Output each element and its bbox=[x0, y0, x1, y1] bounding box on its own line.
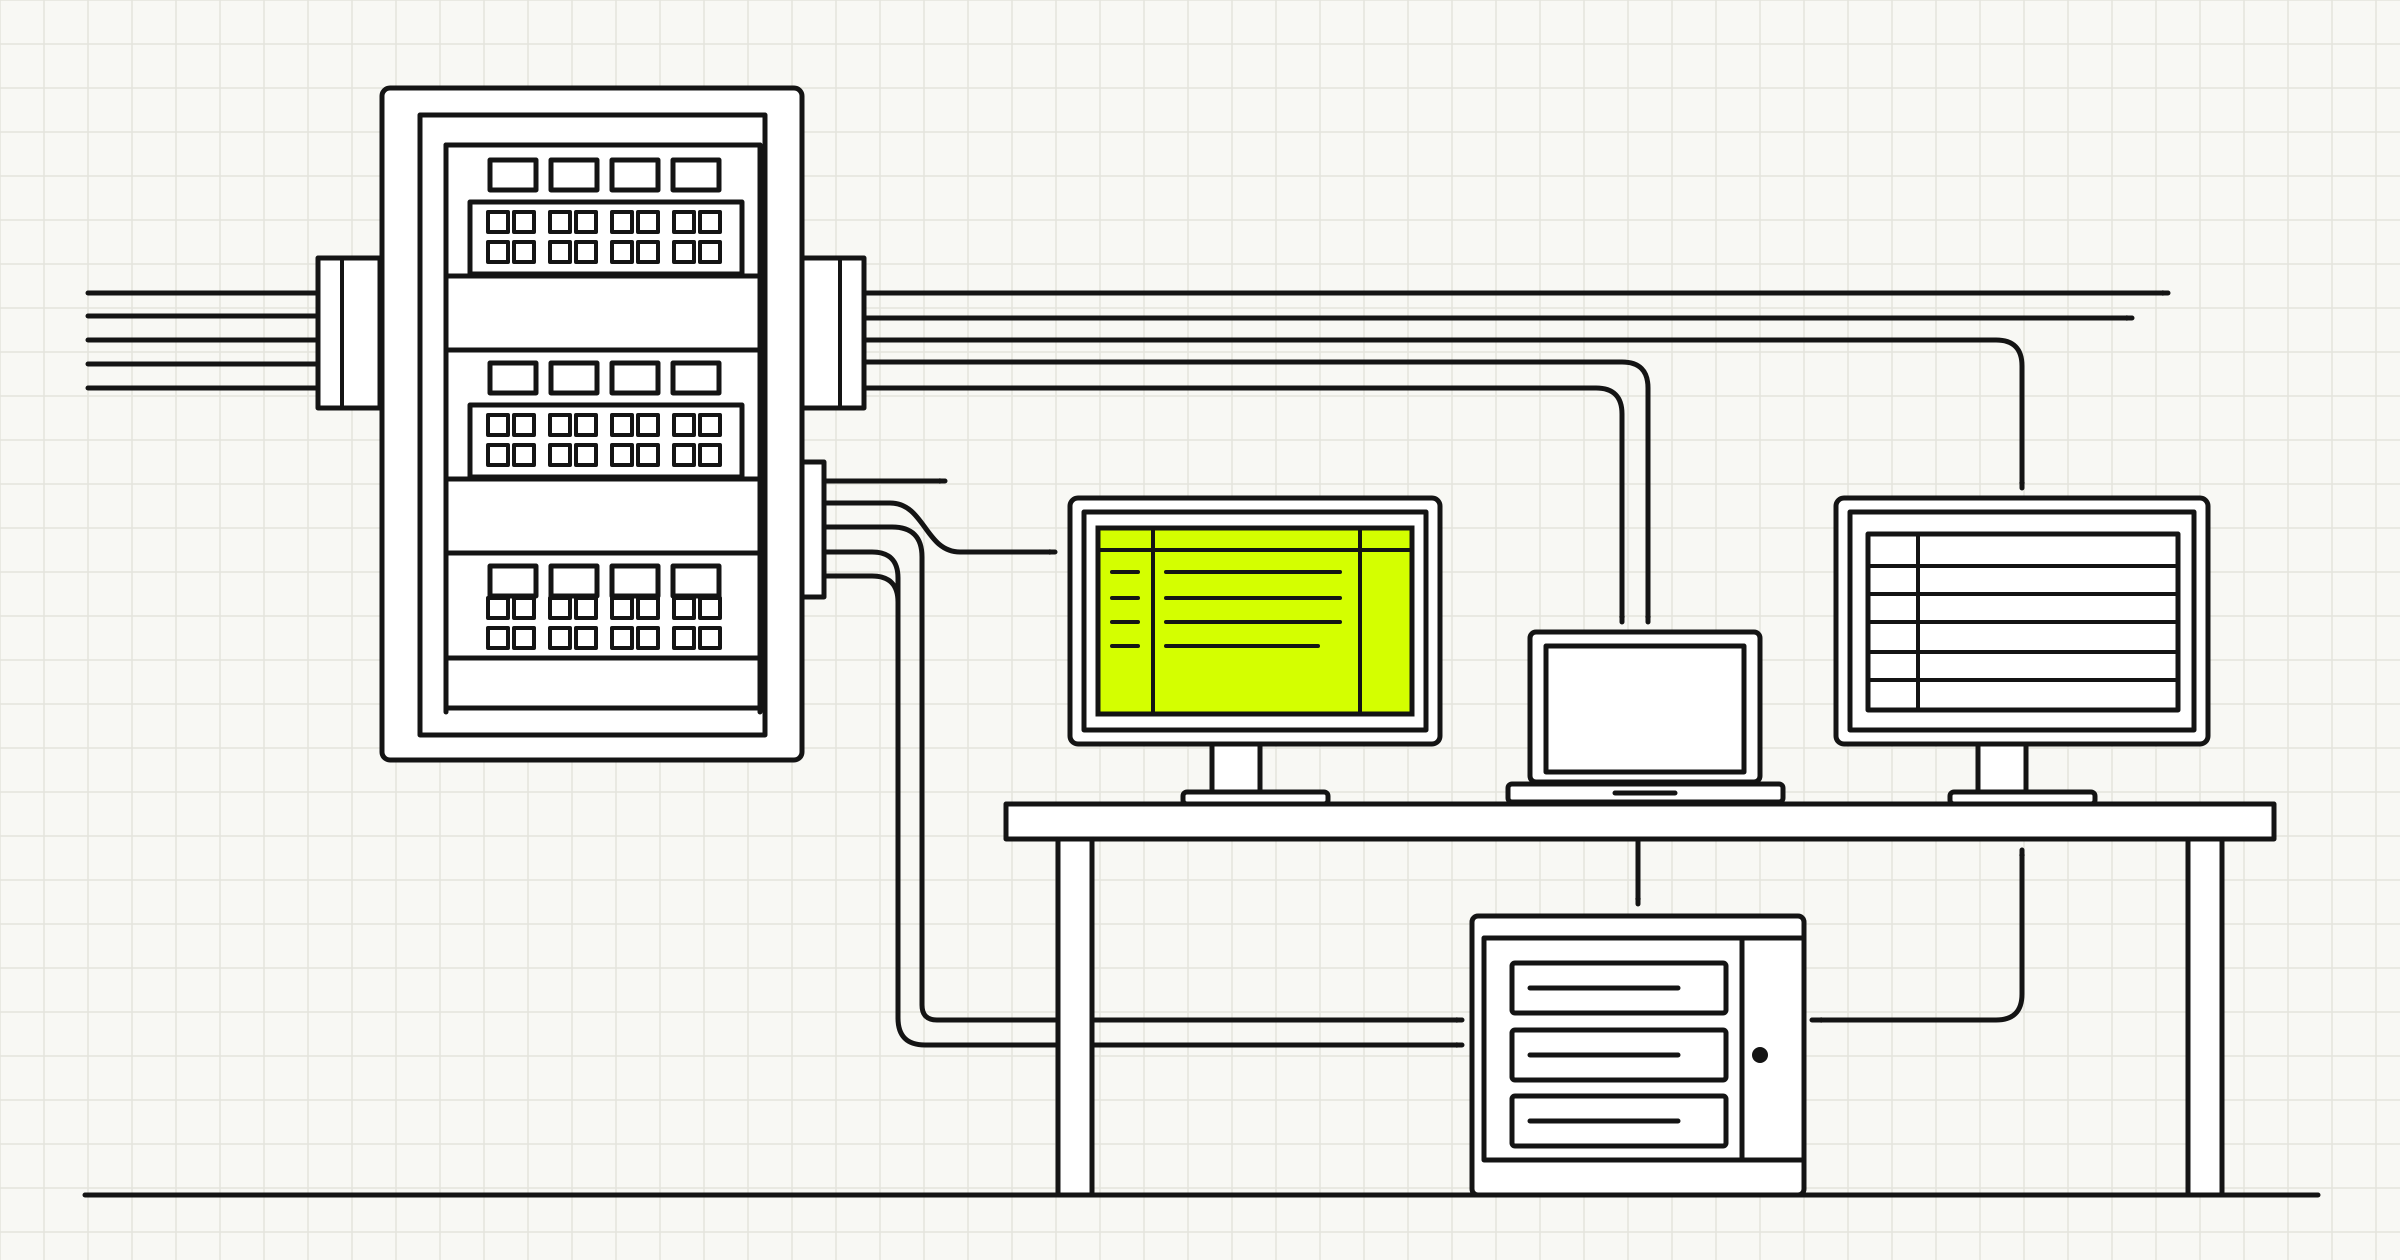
port-square bbox=[610, 413, 634, 437]
port-square bbox=[672, 210, 696, 234]
input-cables bbox=[85, 290, 321, 391]
port-square bbox=[512, 240, 536, 264]
port-square bbox=[486, 626, 510, 650]
rack-unit bbox=[467, 157, 745, 277]
monitor-table bbox=[1833, 495, 2211, 807]
cable-to-storage bbox=[821, 524, 1465, 1048]
port-square bbox=[574, 596, 598, 620]
port-square bbox=[548, 443, 572, 467]
port-square bbox=[548, 626, 572, 650]
port-square bbox=[636, 240, 660, 264]
port-square bbox=[574, 210, 598, 234]
port-square bbox=[548, 413, 572, 437]
port-square bbox=[512, 413, 536, 437]
port-square bbox=[512, 210, 536, 234]
port-square bbox=[636, 443, 660, 467]
port-square bbox=[610, 240, 634, 264]
port-square bbox=[486, 596, 510, 620]
port-square bbox=[698, 596, 722, 620]
port-square bbox=[486, 413, 510, 437]
port-grid bbox=[486, 210, 722, 650]
cabinet-knob bbox=[1752, 1047, 1768, 1063]
port-square bbox=[574, 240, 598, 264]
cable-to-highlighted-monitor bbox=[821, 500, 1058, 555]
port-square bbox=[574, 413, 598, 437]
port-square bbox=[698, 210, 722, 234]
port-square bbox=[636, 626, 660, 650]
port-square bbox=[698, 240, 722, 264]
storage-to-desk-link bbox=[1809, 847, 2025, 1023]
port-square bbox=[698, 626, 722, 650]
left-connector bbox=[315, 255, 383, 411]
port-square bbox=[548, 210, 572, 234]
server-rack bbox=[379, 85, 805, 763]
port-square bbox=[672, 413, 696, 437]
port-square bbox=[486, 443, 510, 467]
port-square bbox=[486, 240, 510, 264]
port-square bbox=[610, 443, 634, 467]
desk bbox=[1003, 801, 2277, 1198]
laptop bbox=[1505, 629, 1786, 805]
port-square bbox=[512, 443, 536, 467]
right-connector bbox=[799, 255, 867, 411]
port-square bbox=[574, 626, 598, 650]
port-square bbox=[574, 443, 598, 467]
port-square bbox=[672, 626, 696, 650]
port-square bbox=[636, 596, 660, 620]
port-square bbox=[672, 596, 696, 620]
port-square bbox=[548, 596, 572, 620]
port-square bbox=[610, 626, 634, 650]
port-square bbox=[672, 240, 696, 264]
cable-to-table-monitor bbox=[861, 337, 2025, 491]
rack-unit bbox=[467, 360, 745, 480]
port-square bbox=[636, 413, 660, 437]
side-port bbox=[799, 459, 827, 600]
port-square bbox=[512, 626, 536, 650]
port-square bbox=[512, 596, 536, 620]
port-square bbox=[486, 210, 510, 234]
port-square bbox=[610, 596, 634, 620]
port-square bbox=[636, 210, 660, 234]
monitor-highlighted bbox=[1067, 495, 1443, 807]
port-square bbox=[698, 443, 722, 467]
port-square bbox=[610, 210, 634, 234]
rack-unit bbox=[487, 563, 722, 599]
port-square bbox=[548, 240, 572, 264]
cable-to-right-edge bbox=[861, 290, 2171, 321]
port-square bbox=[672, 443, 696, 467]
cable-to-laptop bbox=[861, 359, 1651, 625]
port-square bbox=[698, 413, 722, 437]
storage-cabinet bbox=[1469, 913, 1807, 1198]
